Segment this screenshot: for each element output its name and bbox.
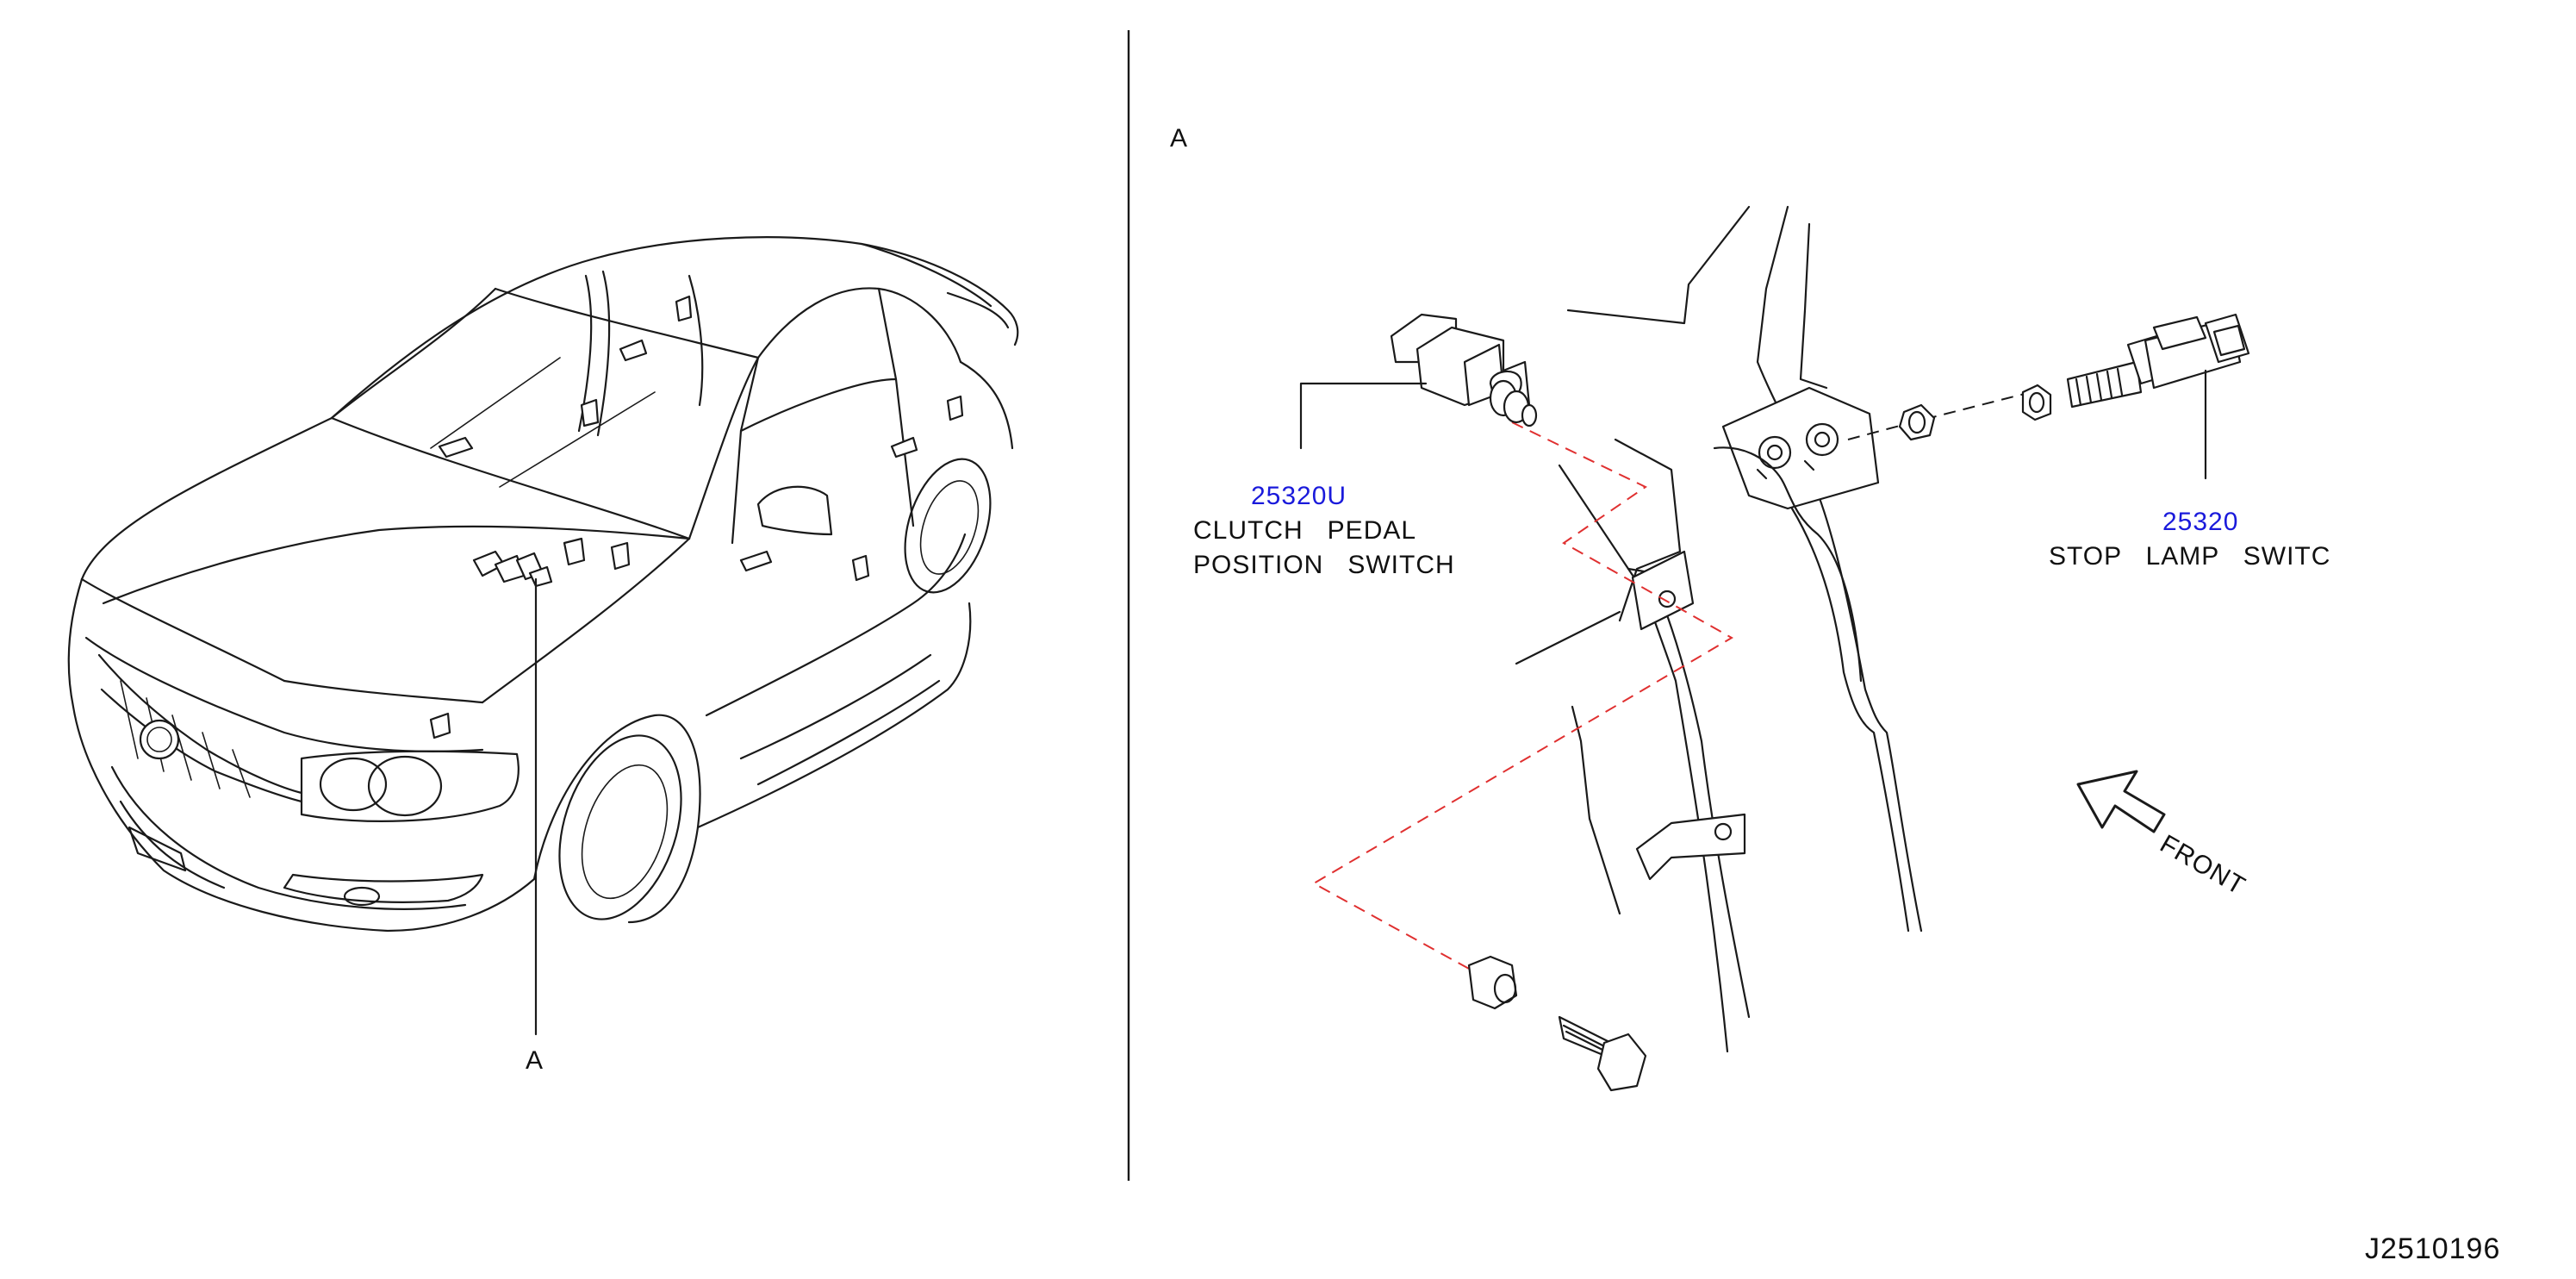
car-part-markers: [429, 295, 964, 739]
car-illustration: [67, 236, 1019, 1036]
clutch-nut-bolt: [1467, 955, 1647, 1092]
stop-lamp-name: STOP LAMP SWITC: [2049, 542, 2330, 571]
install-guide-stoplamp: [1847, 389, 2043, 440]
clutch-switch-leader: [1299, 382, 1428, 450]
front-direction-label: FRONT: [2156, 829, 2250, 901]
clutch-name-line1: CLUTCH PEDAL: [1193, 516, 1416, 545]
pedal-bracket-structure: [1515, 205, 1923, 1053]
stop-lamp-part-number: 25320: [2162, 508, 2238, 536]
front-arrow-icon: [2076, 770, 2166, 833]
clutch-pedal-position-switch: [1390, 313, 1538, 427]
diagram-code: J2510196: [2365, 1232, 2500, 1265]
car-callout-label: A: [526, 1046, 544, 1075]
clutch-name-line2: POSITION SWITCH: [1193, 551, 1455, 579]
clutch-part-number: 25320U: [1251, 482, 1347, 510]
install-guide-clutch: [1311, 421, 1734, 979]
stop-lamp-switch: [1898, 313, 2250, 441]
detail-marker: A: [1170, 124, 1188, 153]
